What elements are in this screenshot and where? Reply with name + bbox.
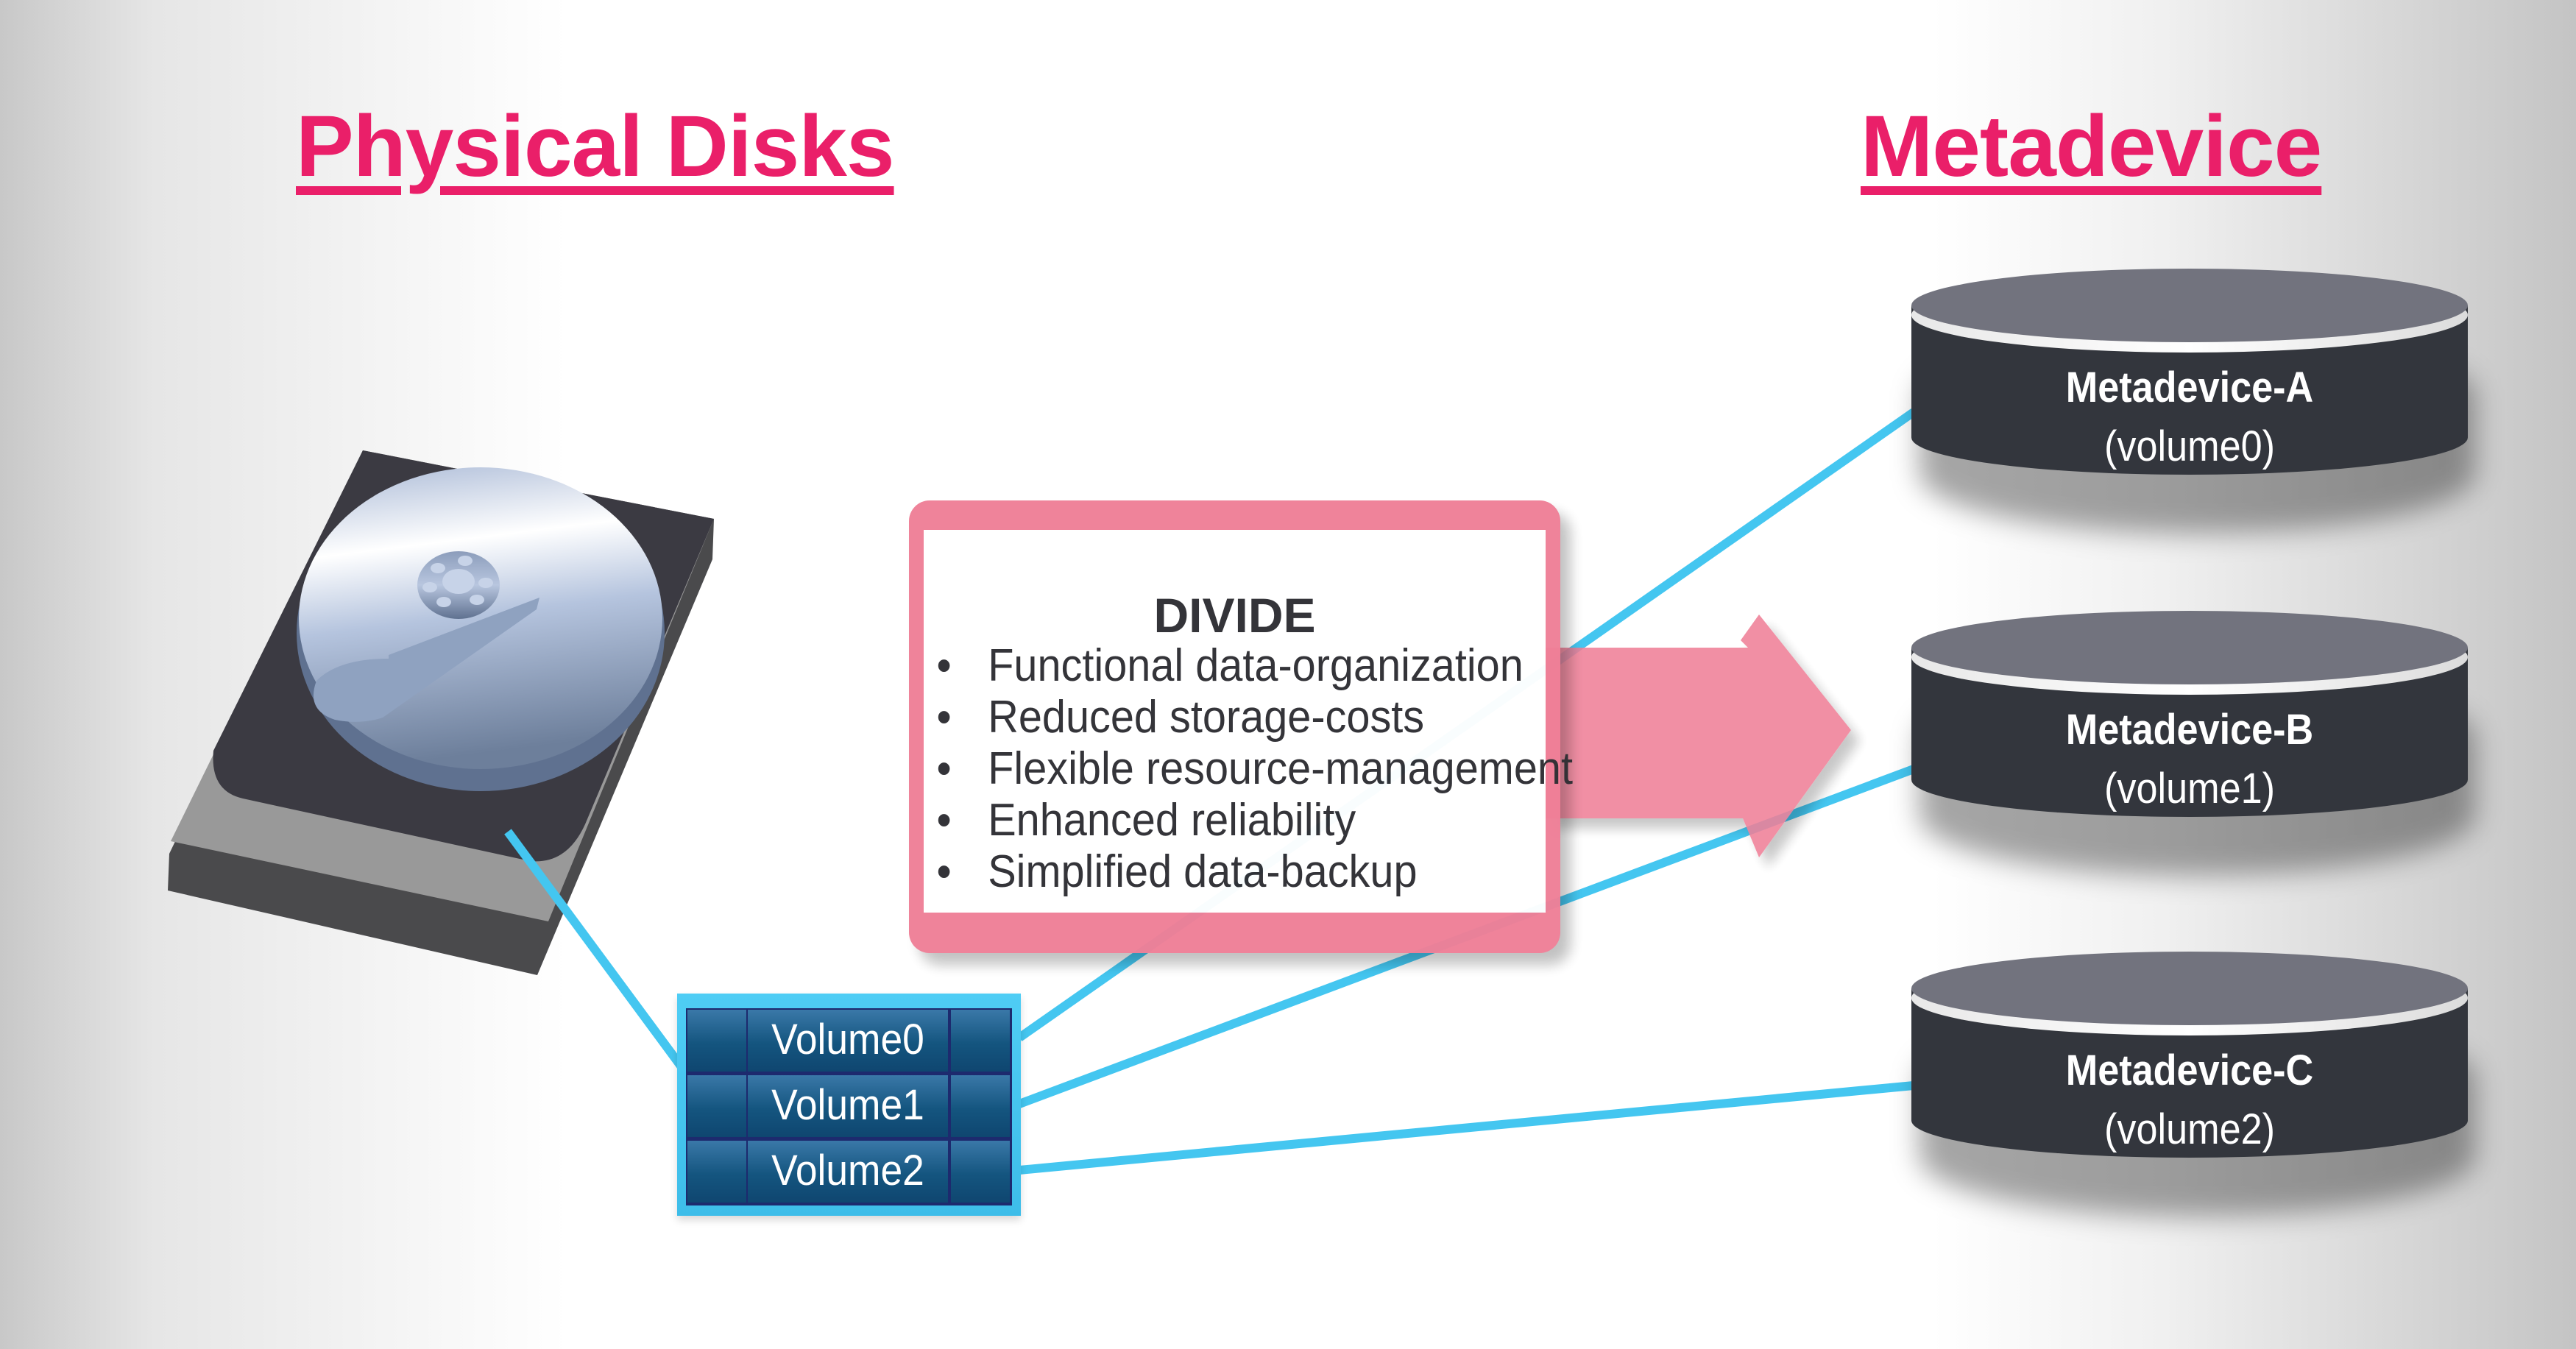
metadevice-volume: (volume2)	[2103, 1105, 2276, 1153]
metadevice-b-cylinder: Metadevice-B (volume1)	[1911, 611, 2475, 876]
metadevice-name: Metadevice-B	[2065, 706, 2314, 754]
volume-row-0: Volume0	[686, 1008, 1012, 1072]
metadevice-title: Metadevice	[1861, 98, 2322, 195]
connector-disk-to-volumes	[504, 829, 692, 1079]
list-item: •Reduced storage-costs	[931, 692, 1684, 743]
metadevice-volume: (volume0)	[2103, 422, 2276, 470]
metadevice-c-cylinder: Metadevice-C (volume2)	[1911, 952, 2475, 1217]
bullet-icon: •	[936, 743, 952, 794]
volume-row-1: Volume1	[686, 1074, 1012, 1137]
bullet-icon: •	[936, 846, 952, 897]
connector-volume2-to-metadevice-c	[1019, 1081, 1914, 1175]
physical-disks-title: Physical Disks	[296, 98, 895, 195]
volume-row-2: Volume2	[686, 1139, 1012, 1203]
bullet-icon: •	[936, 795, 952, 846]
metadevice-name: Metadevice-A	[2065, 364, 2314, 411]
divide-benefits-list: •Functional data-organization •Reduced s…	[931, 640, 1741, 898]
list-item: •Simplified data-backup	[931, 846, 1684, 898]
volume-label: Volume1	[771, 1081, 924, 1129]
list-item: •Flexible resource-management	[931, 743, 1684, 795]
divide-panel: DIVIDE •Functional data-organization •Re…	[909, 500, 1573, 953]
list-item: •Enhanced reliability	[931, 795, 1684, 846]
bullet-icon: •	[936, 640, 952, 691]
volume-label: Volume0	[771, 1016, 924, 1063]
metadevice-a-cylinder: Metadevice-A (volume0)	[1911, 269, 2475, 534]
volume-group: Volume0 Volume1 Volume2	[677, 994, 1021, 1216]
bullet-icon: •	[936, 692, 952, 743]
volume-label: Volume2	[771, 1147, 924, 1194]
divide-content: DIVIDE •Functional data-organization •Re…	[924, 530, 1573, 913]
disk-arm	[313, 598, 539, 722]
metadevice-volume: (volume1)	[2103, 765, 2276, 812]
list-item: •Functional data-organization	[931, 640, 1684, 692]
divide-title: DIVIDE	[1153, 588, 1316, 642]
metadevice-name: Metadevice-C	[2065, 1047, 2314, 1094]
